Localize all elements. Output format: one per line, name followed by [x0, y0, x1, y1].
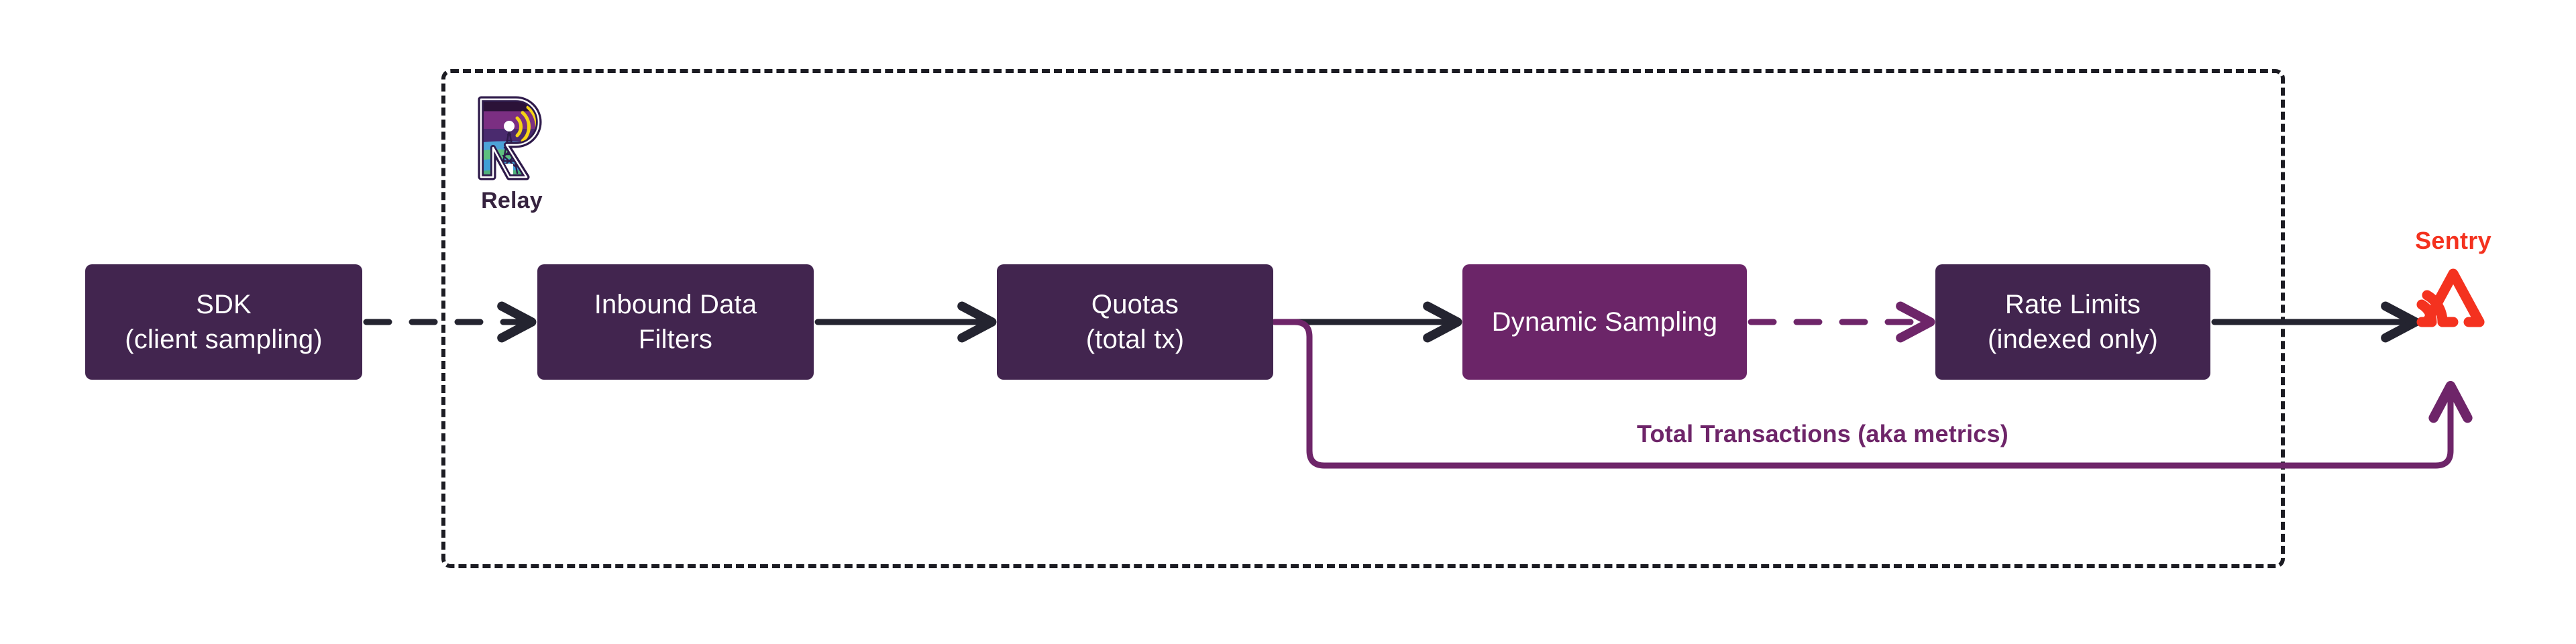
node-rate-limits-line-1: Rate Limits	[2004, 290, 2141, 319]
sentry-group: Sentry	[2412, 227, 2494, 333]
node-dynamic-sampling-line-1: Dynamic Sampling	[1491, 307, 1718, 337]
node-inbound-data-filters[interactable]: Inbound Data Filters	[537, 264, 814, 380]
sentry-logo-icon	[2416, 268, 2485, 327]
node-quotas-line-2: (total tx)	[1085, 325, 1185, 354]
node-dynamic-sampling[interactable]: Dynamic Sampling	[1462, 264, 1747, 380]
relay-logo-icon	[478, 96, 542, 180]
node-sdk-line-1: SDK	[196, 290, 252, 319]
node-sdk-line-2: (client sampling)	[125, 325, 323, 354]
node-sdk[interactable]: SDK (client sampling)	[85, 264, 362, 380]
node-rate-limits[interactable]: Rate Limits (indexed only)	[1935, 264, 2210, 380]
relay-boundary	[441, 69, 2285, 568]
node-inbound-data-filters-line-1: Inbound Data	[594, 290, 757, 319]
node-rate-limits-line-2: (indexed only)	[1987, 325, 2159, 354]
node-quotas-line-1: Quotas	[1091, 290, 1179, 319]
relay-label: Relay	[481, 188, 543, 213]
relay-group: Relay	[474, 94, 549, 214]
node-inbound-data-filters-line-2: Filters	[638, 325, 713, 354]
edge-label-total-transactions: Total Transactions (aka metrics)	[1637, 420, 2008, 447]
sentry-label: Sentry	[2415, 227, 2491, 254]
node-quotas[interactable]: Quotas (total tx)	[997, 264, 1273, 380]
